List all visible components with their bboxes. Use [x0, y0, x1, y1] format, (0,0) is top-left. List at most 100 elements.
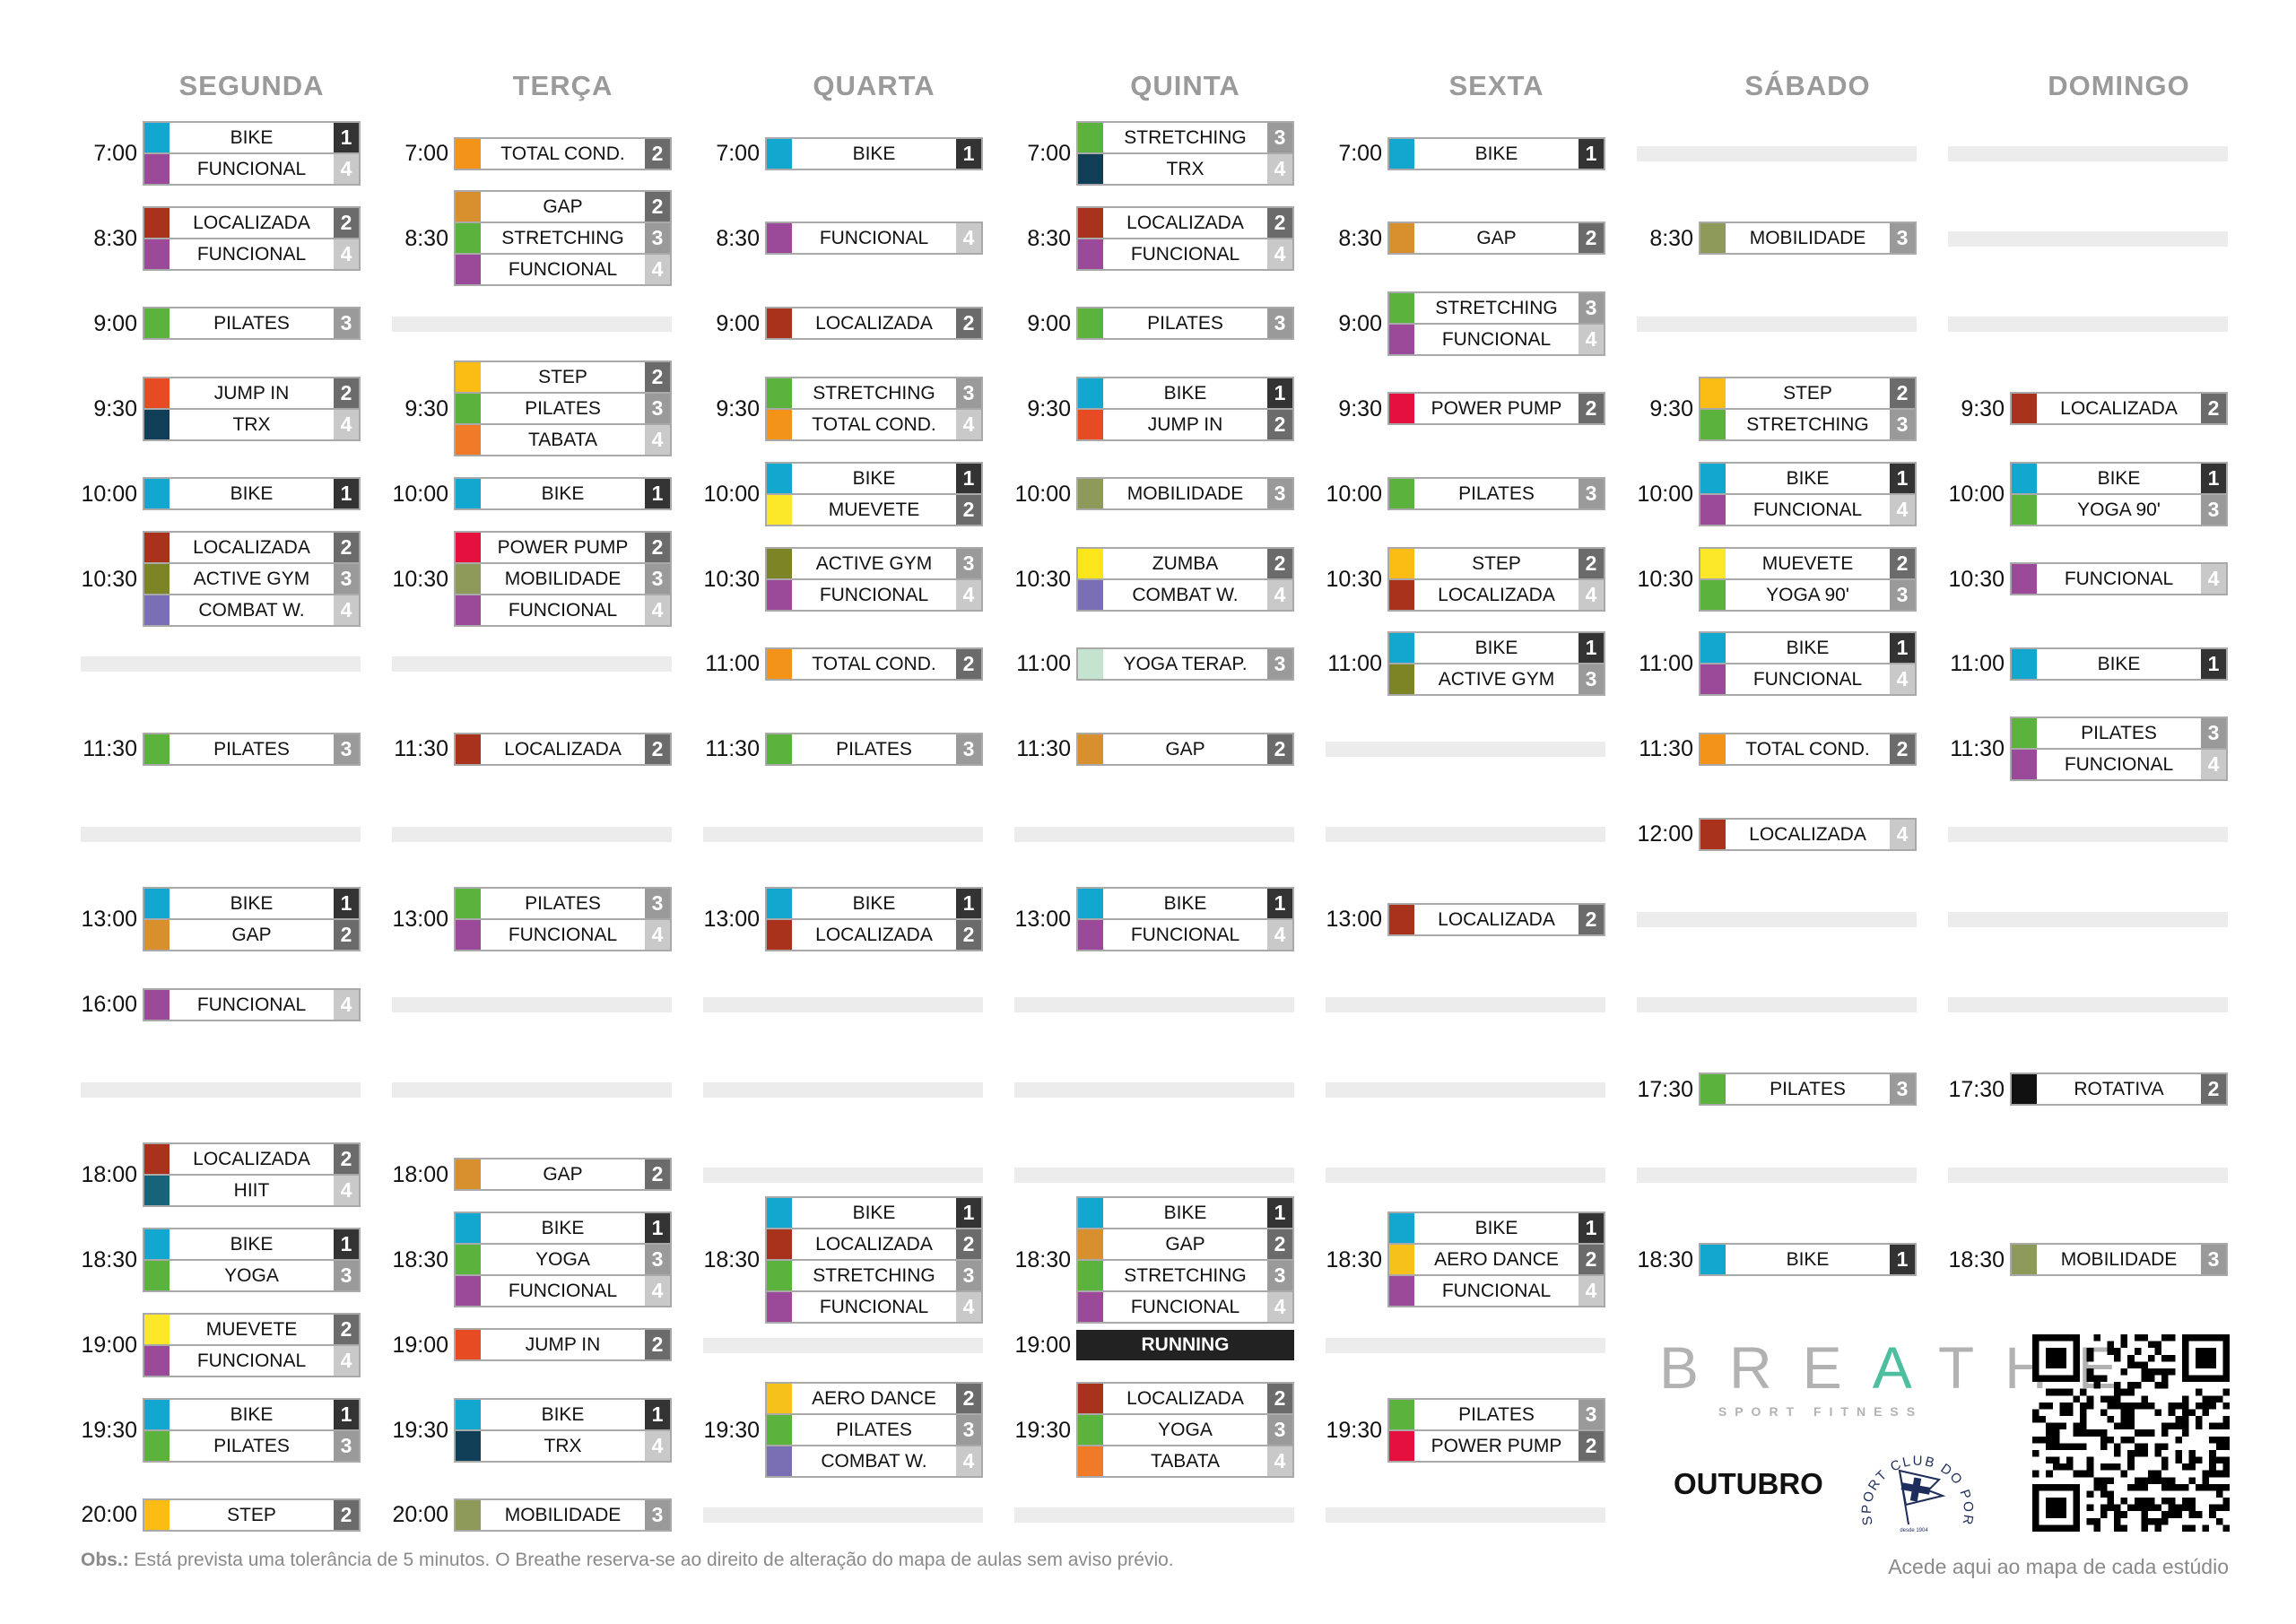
running-class[interactable]: RUNNING: [1076, 1329, 1294, 1360]
class-entry[interactable]: YOGA 90'3: [2012, 494, 2226, 525]
class-entry[interactable]: COMBAT W.4: [767, 1446, 981, 1476]
class-entry[interactable]: TOTAL COND.2: [456, 138, 670, 169]
class-entry[interactable]: TOTAL COND.2: [1700, 734, 1915, 764]
class-entry[interactable]: TOTAL COND.2: [767, 648, 981, 679]
class-entry[interactable]: YOGA TERAP.3: [1078, 648, 1292, 679]
class-entry[interactable]: COMBAT W.4: [144, 595, 359, 625]
class-entry[interactable]: COMBAT W.4: [1078, 579, 1292, 610]
class-entry[interactable]: YOGA 90'3: [1700, 579, 1915, 610]
